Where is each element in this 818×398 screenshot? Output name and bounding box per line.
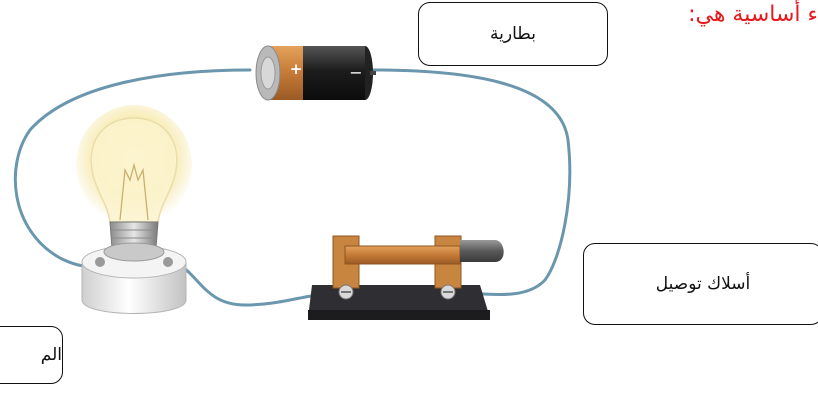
battery-positive-sign: + <box>290 60 303 78</box>
bulb-label: الم <box>0 326 63 384</box>
battery-label: بطارية <box>418 2 608 66</box>
battery-icon: + − <box>255 45 376 101</box>
wires-label: أسلاك توصيل <box>583 243 818 325</box>
bulb-label-text: الم <box>40 345 62 365</box>
light-bulb-icon <box>76 105 192 314</box>
knife-switch-icon <box>308 235 504 320</box>
battery-negative-sign: − <box>349 63 362 82</box>
battery-label-text: بطارية <box>490 24 536 44</box>
wires-label-text: أسلاك توصيل <box>655 274 751 294</box>
heading-text: إء أساسية هي: <box>688 2 818 27</box>
